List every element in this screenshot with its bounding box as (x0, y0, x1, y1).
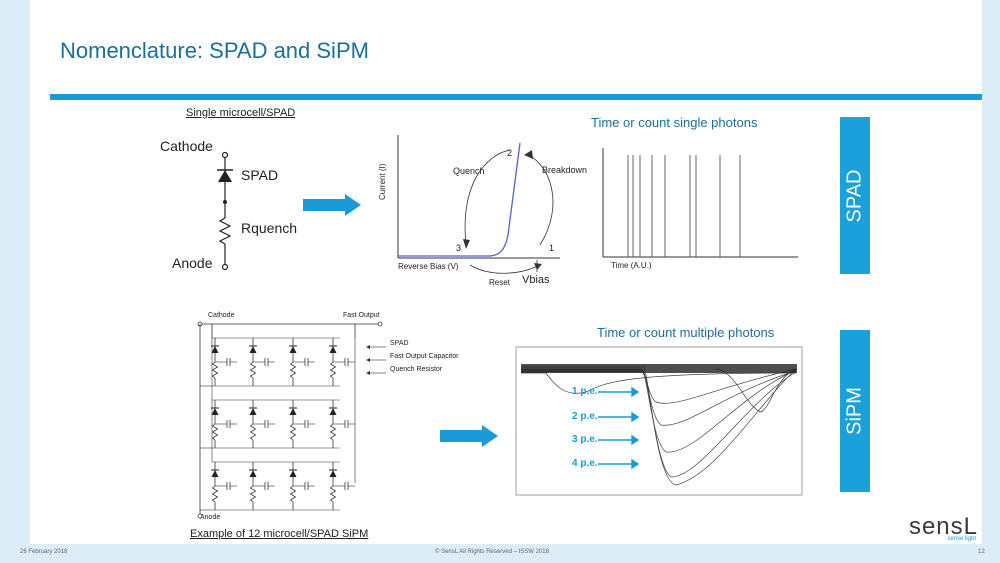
legend-quench-resistor: Quench Resistor (390, 366, 443, 373)
single-photon-timing-plot (602, 148, 798, 258)
pe-label-4: 4 p.e. (572, 458, 598, 469)
legend-spad: SPAD (390, 340, 409, 347)
page-number: 12 (978, 549, 985, 555)
spad-panel: SPAD (840, 117, 870, 274)
iv-point-3: 3 (456, 243, 462, 253)
slide-title: Nomenclature: SPAD and SiPM (60, 38, 369, 63)
vbias-label: Vbias (522, 274, 550, 286)
footer-copyright: © SensL All Rights Reserved – ISSW 2018 (435, 549, 549, 555)
sipm-panel-label: SiPM (843, 387, 866, 435)
arrow-circuit-to-iv-icon (303, 194, 361, 216)
sipm-caption: Example of 12 microcell/SPAD SiPM (190, 528, 369, 540)
iv-point-1: 1 (549, 243, 555, 253)
pe-label-3: 3 p.e. (572, 434, 598, 445)
single-spad-circuit (217, 151, 233, 271)
spad-panel-label: SPAD (843, 169, 866, 222)
quench-label: Quench (453, 166, 485, 176)
fast-output-label: Fast Output (343, 312, 380, 319)
iv-x-axis-label: Reverse Bias (V) (398, 262, 459, 271)
pe-arrows (598, 386, 640, 470)
footer-date: 26 February 2018 (20, 549, 68, 555)
sensl-logo-tagline: sense light (947, 536, 976, 542)
timing-x-axis-label: Time (A.U.) (611, 261, 652, 270)
spad-cathode-label: Cathode (160, 138, 213, 154)
pe-label-2: 2 p.e. (572, 411, 598, 422)
sipm-cathode-label: Cathode (208, 312, 235, 319)
reset-label: Reset (489, 278, 510, 287)
sipm-anode-label: Anode (200, 514, 221, 521)
iv-curve-diagram (397, 135, 560, 274)
right-decoration-strip (982, 0, 1000, 563)
slide-footer (0, 544, 1000, 563)
single-photon-title: Time or count single photons (591, 115, 758, 130)
arrow-sipm-to-traces-icon (440, 425, 498, 447)
title-divider (50, 94, 982, 100)
iv-point-2: 2 (507, 148, 513, 158)
breakdown-label: Breakdown (542, 165, 588, 175)
spad-diode-label: SPAD (241, 167, 279, 183)
sipm-panel: SiPM (840, 330, 870, 492)
pe-label-1: 1 p.e. (572, 386, 598, 397)
sipm-array-circuit (197, 321, 386, 519)
sensl-logo: sensL (908, 513, 978, 540)
legend-fast-output-capacitor: Fast Output Capacitor (390, 353, 459, 360)
spad-anode-label: Anode (172, 255, 213, 271)
multiple-photon-title: Time or count multiple photons (597, 325, 775, 340)
iv-y-axis-label: Current (I) (378, 163, 387, 200)
spad-circuit-title: Single microcell/SPAD (186, 107, 296, 119)
left-decoration-strip (0, 0, 30, 563)
rquench-label: Rquench (241, 220, 298, 236)
sipm-oscilloscope-traces (515, 346, 803, 496)
